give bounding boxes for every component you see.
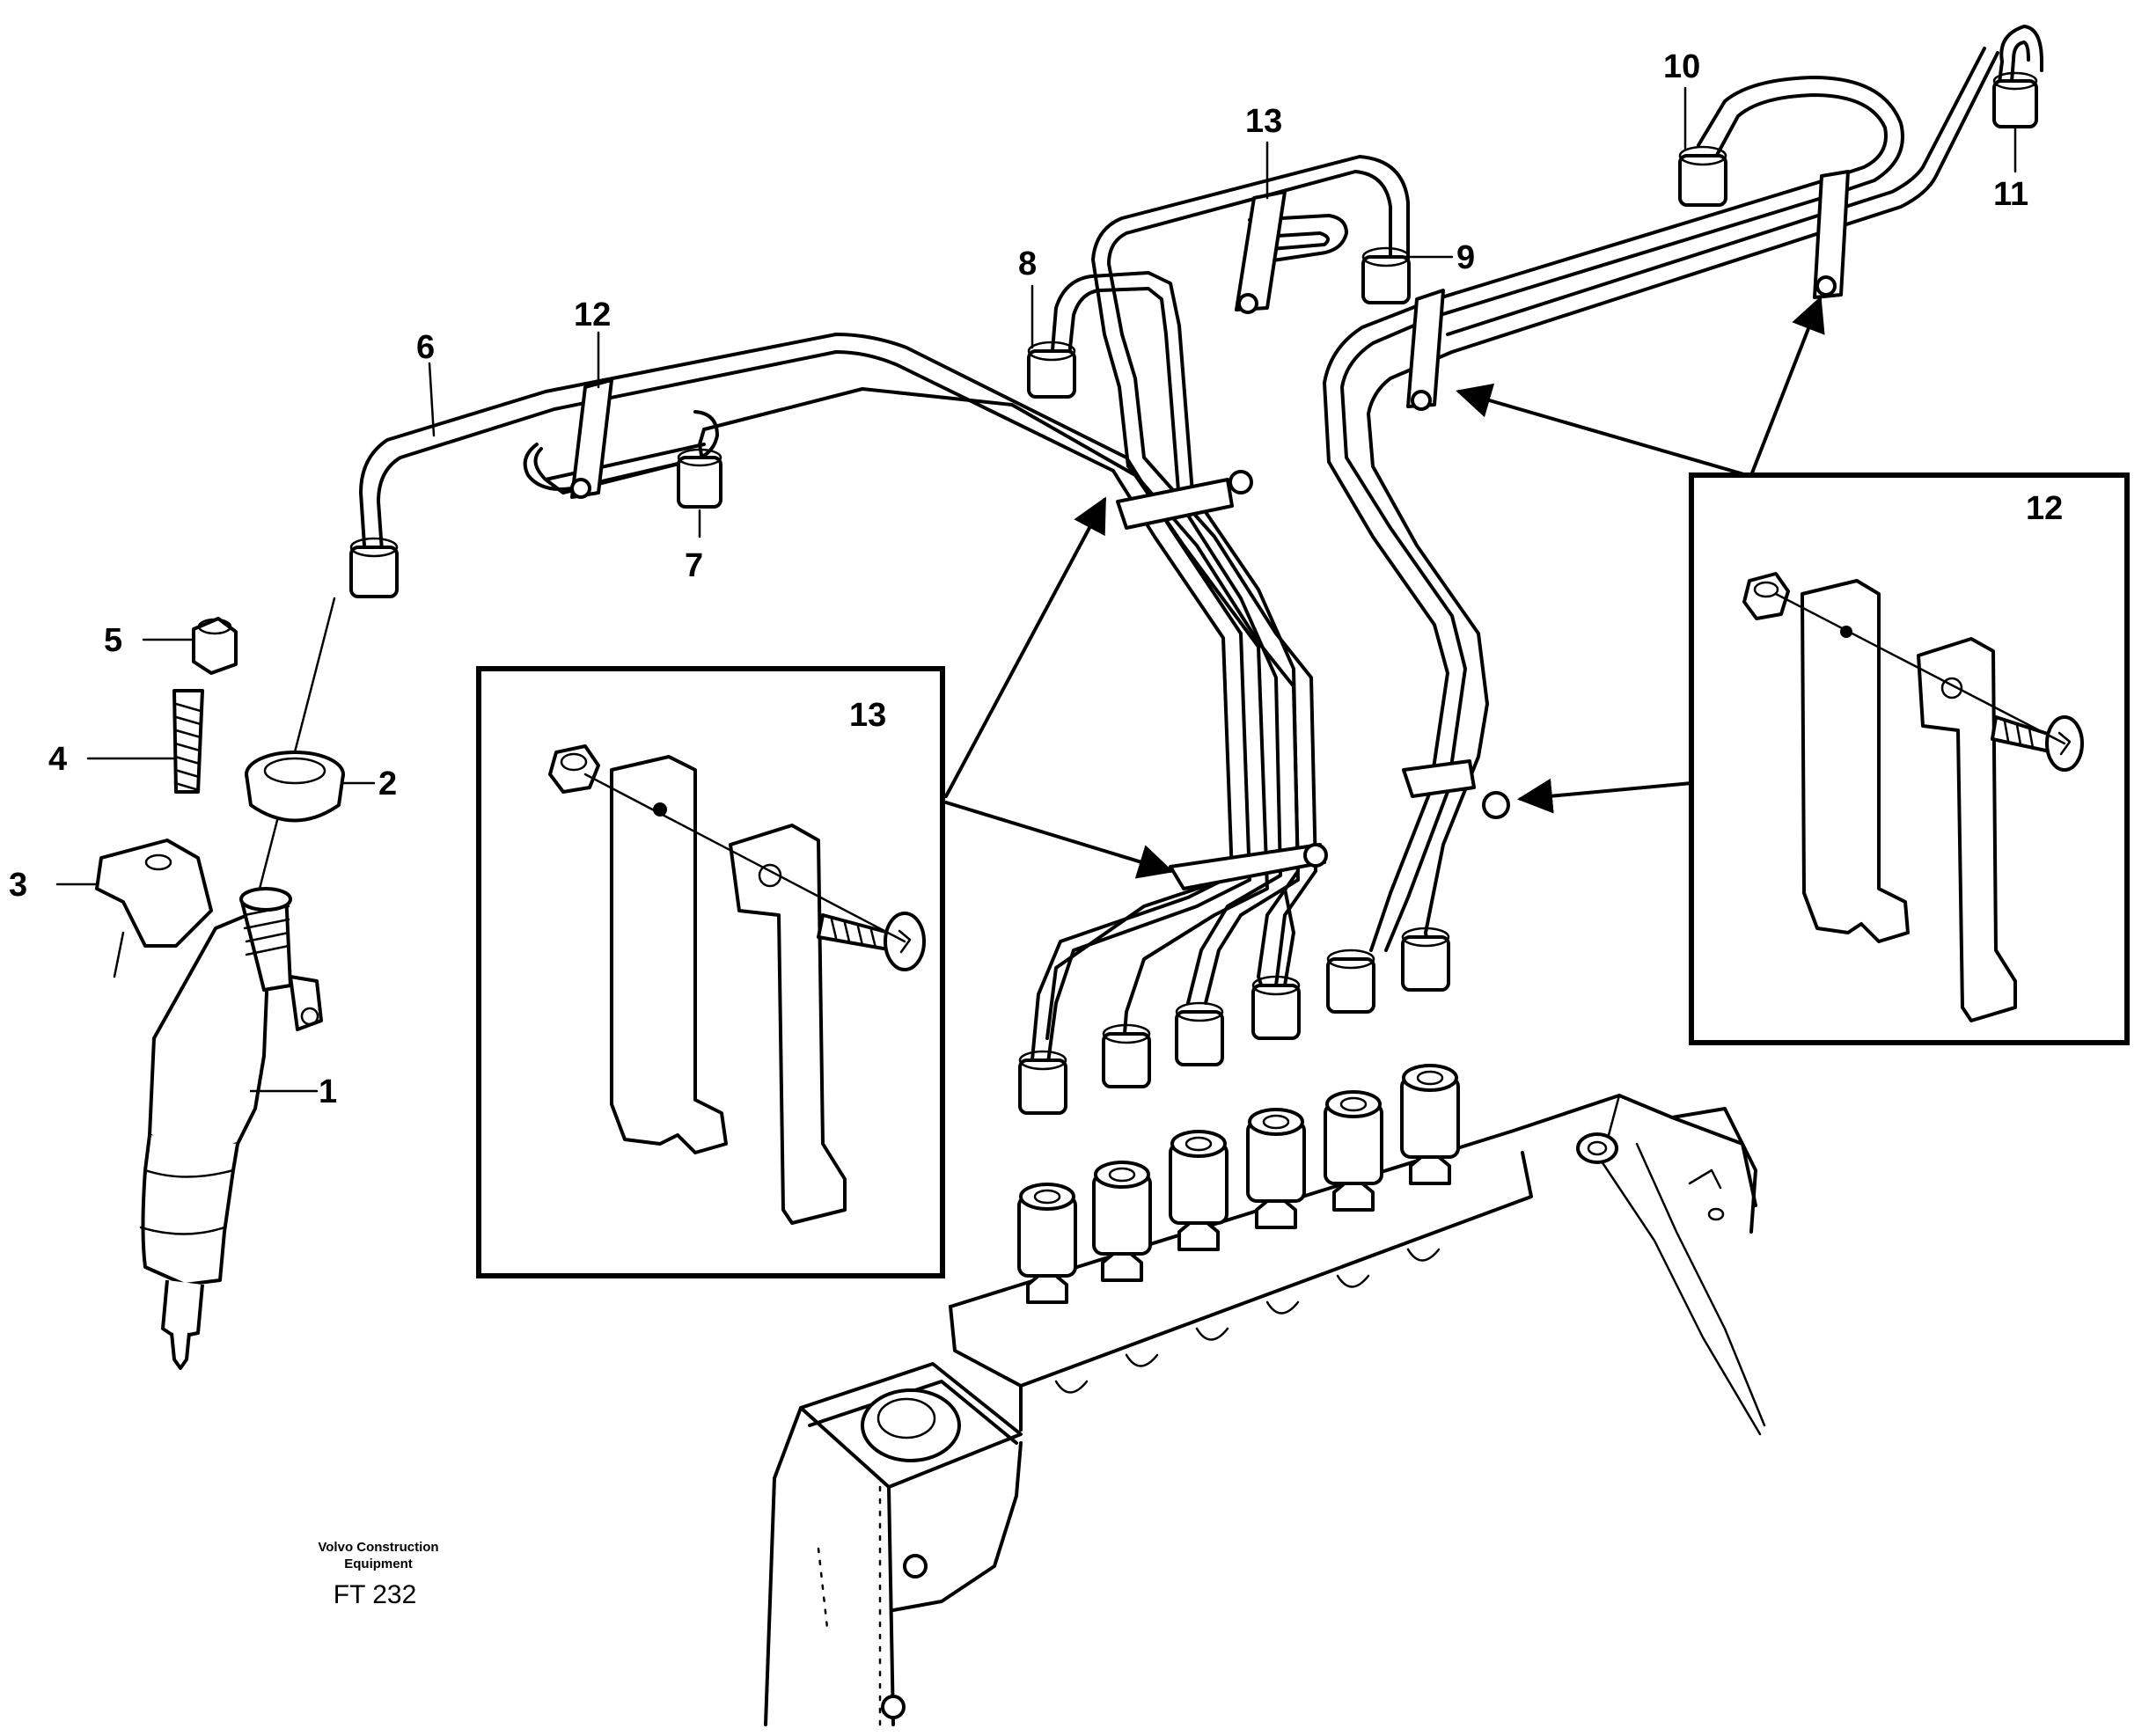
leader-lines (55, 86, 2017, 1093)
pump-outlets (1017, 1064, 1460, 1304)
engine-block (764, 1094, 1766, 1726)
inset-13-label: 13 (849, 697, 886, 734)
callout-1: 1 (319, 1073, 337, 1110)
callout-10: 10 (1663, 48, 1700, 85)
pointer-arrows (944, 296, 1825, 879)
footer-company-line2: Equipment (344, 1557, 413, 1571)
footer-company-line1: Volvo Construction (318, 1540, 438, 1555)
callout-7: 7 (685, 547, 703, 584)
fuel-pipes (359, 25, 2043, 1071)
injector-assembly (95, 597, 345, 1370)
footer: Volvo Construction Equipment FT 232 (318, 1540, 438, 1609)
inset-13 (476, 666, 945, 1278)
inset-12 (1689, 472, 2130, 1045)
callout-9: 9 (1456, 239, 1475, 276)
callout-2: 2 (378, 765, 397, 802)
pipe-clamps (570, 170, 1850, 890)
inset-12-label: 12 (2026, 490, 2063, 527)
footer-drawing-code: FT 232 (334, 1580, 417, 1609)
callout-13: 13 (1245, 103, 1282, 140)
callout-3: 3 (9, 867, 27, 904)
callout-8: 8 (1018, 245, 1037, 282)
callout-12: 12 (574, 297, 611, 333)
pipe-nuts (349, 71, 2038, 1115)
callout-4: 4 (48, 741, 67, 778)
callout-11: 11 (1993, 176, 2028, 213)
callout-labels: 1 2 3 4 5 6 7 8 9 10 11 12 13 13 12 (9, 48, 2063, 1110)
callout-5: 5 (104, 622, 122, 659)
callout-6: 6 (416, 329, 435, 366)
